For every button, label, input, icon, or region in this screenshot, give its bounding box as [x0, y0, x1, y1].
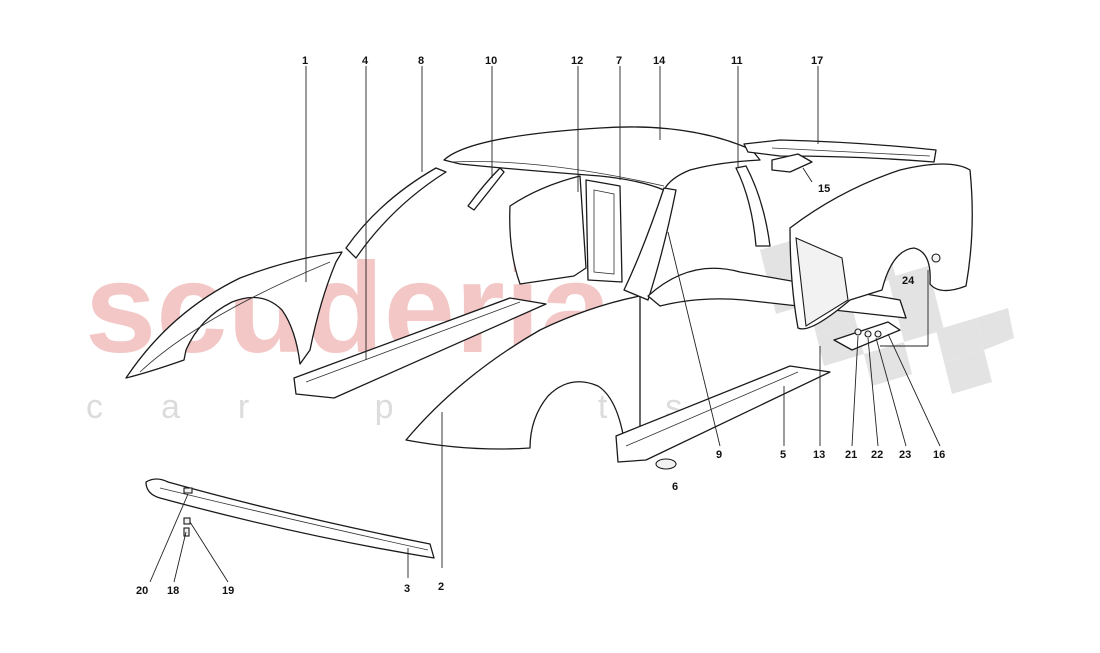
- callout-1: 1: [302, 55, 308, 67]
- callout-23: 23: [899, 449, 911, 461]
- part-rear-inner-arch: [795, 237, 849, 327]
- fastener-18: [183, 527, 190, 537]
- fastener-19: [183, 517, 191, 525]
- fastener-20: [183, 487, 193, 494]
- fastener-23: [874, 330, 882, 338]
- callout-15: 15: [818, 183, 830, 195]
- part-roof: [443, 126, 761, 191]
- callout-13: 13: [813, 449, 825, 461]
- part-c-pillar: [735, 165, 771, 247]
- callout-22: 22: [871, 449, 883, 461]
- callout-8: 8: [418, 55, 424, 67]
- fastener-21: [854, 328, 862, 336]
- part-quarter-window: [585, 179, 623, 283]
- part-b-pillar: [623, 187, 677, 301]
- callout-21: 21: [845, 449, 857, 461]
- callout-3: 3: [404, 583, 410, 595]
- callout-5: 5: [780, 449, 786, 461]
- callout-labels: 1 2 3 4 5 6 7 8 9 10 11 12 13 14 15 16 1…: [136, 55, 945, 597]
- part-bracket: [771, 153, 813, 173]
- leader-lines: [149, 66, 941, 583]
- callout-12: 12: [571, 55, 583, 67]
- parts-drawing: [125, 126, 973, 559]
- part-front-fender-inner: [125, 251, 343, 379]
- part-interior-side-panel: [509, 175, 587, 285]
- part-inner-sill: [293, 297, 547, 399]
- callout-17: 17: [811, 55, 823, 67]
- part-pillar-inner: [467, 167, 505, 211]
- callout-20: 20: [136, 585, 148, 597]
- callout-4: 4: [362, 55, 369, 67]
- callout-9: 9: [716, 449, 722, 461]
- part-front-wing: [405, 295, 641, 455]
- callout-7: 7: [616, 55, 622, 67]
- callout-11: 11: [731, 55, 743, 67]
- callout-10: 10: [485, 55, 497, 67]
- part-rear-roof-rail: [743, 139, 937, 163]
- callout-16: 16: [933, 449, 945, 461]
- callout-19: 19: [222, 585, 234, 597]
- part-outer-sill: [615, 365, 831, 463]
- callout-24: 24: [902, 275, 915, 287]
- callout-18: 18: [167, 585, 179, 597]
- clip-24: [931, 253, 941, 263]
- callout-14: 14: [653, 55, 666, 67]
- fastener-22: [864, 330, 872, 338]
- part-plug: [655, 458, 677, 470]
- callout-2: 2: [438, 581, 444, 593]
- watermark-subtitle: car parts: [86, 388, 740, 426]
- callout-6: 6: [672, 481, 678, 493]
- part-windscreen-pillar: [345, 167, 447, 259]
